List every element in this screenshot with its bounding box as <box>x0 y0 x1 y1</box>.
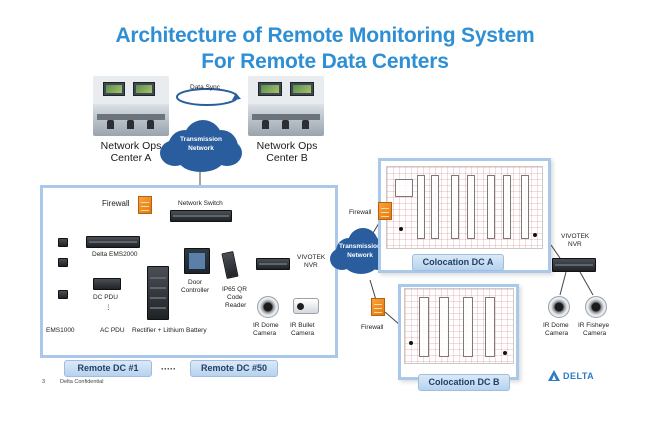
ops-center-b-photo <box>248 76 324 136</box>
sensor-icon-3 <box>58 290 68 299</box>
qr-reader-label-line3: Reader <box>225 302 247 309</box>
transmission-network-cloud-top: Transmission Network <box>160 116 242 174</box>
rectifier-cabinet-icon <box>147 266 169 320</box>
ac-pdu-label: AC PDU <box>100 327 125 334</box>
remote-dc-last-label: Remote DC #50 <box>190 360 278 377</box>
qr-reader-label-line1: IP65 QR <box>222 286 247 293</box>
firewall-icon-colocation-b <box>371 298 385 316</box>
delta-logo-text: DELTA <box>563 370 595 381</box>
network-switch-icon <box>170 210 232 222</box>
ops-center-a-photo <box>93 76 169 136</box>
page-number: 3 <box>42 379 46 385</box>
dc-pdu-link-dot: ⋮ <box>105 304 112 311</box>
ems2000-label: Delta EMS2000 <box>92 251 138 258</box>
qr-reader-label-line2: Code <box>227 294 243 301</box>
dc-pdu-icon <box>93 278 121 290</box>
ems2000-icon <box>86 236 140 248</box>
cloud-middle-label-line2: Network <box>347 252 373 259</box>
data-sync-label: Data Sync <box>190 84 220 91</box>
colocation-dc-a-label: Colocation DC A <box>412 254 504 271</box>
ems1000-label: EMS1000 <box>46 327 75 334</box>
sensor-icon-1 <box>58 238 68 247</box>
door-controller-label-line2: Controller <box>181 287 210 294</box>
diagram-title-line1: Architecture of Remote Monitoring System <box>115 24 535 47</box>
ops-center-a-label-line2: Center A <box>110 152 152 164</box>
data-sync-arrowhead <box>232 93 241 100</box>
firewall-icon-colocation-a <box>378 202 392 220</box>
door-controller-label-line1: Door <box>188 279 203 286</box>
firewall-icon-remote <box>138 196 152 214</box>
rectifier-label: Rectifier + Lithium Battery <box>132 327 207 334</box>
dome-camera-remote-label-line1: IR Dome <box>253 322 279 329</box>
sensor-icon-2 <box>58 258 68 267</box>
nvr-colocation-label-line1: VIVOTEK <box>561 233 590 240</box>
confidential-label: Delta Confidential <box>60 379 104 385</box>
dome-camera-colocation-label-line2: Camera <box>545 330 569 337</box>
ops-center-a-label-line1: Network Ops <box>100 140 162 152</box>
dome-camera-colocation-label-line1: IR Dome <box>543 322 569 329</box>
ops-center-b-label-line1: Network Ops <box>256 140 318 152</box>
ir-bullet-camera-icon <box>293 298 319 314</box>
nvr-icon-colocation <box>552 258 596 272</box>
colocation-dc-a-floorplan <box>386 166 543 249</box>
network-switch-label: Network Switch <box>178 200 223 207</box>
colocation-dc-b-label: Colocation DC B <box>418 374 510 391</box>
firewall-label-colocation-b: Firewall <box>361 324 384 331</box>
remote-dc-first-label: Remote DC #1 <box>64 360 152 377</box>
fisheye-camera-label-line2: Camera <box>583 330 607 337</box>
cloud-top-label-line2: Network <box>188 145 214 152</box>
delta-triangle-icon <box>548 370 560 381</box>
diagram-title-line2: For Remote Data Centers <box>201 50 449 73</box>
nvr-icon-remote <box>256 258 290 270</box>
dc-pdu-label: DC PDU <box>93 294 118 301</box>
door-controller-icon <box>184 248 210 274</box>
bullet-camera-label-line2: Camera <box>291 330 315 337</box>
firewall-label-colocation-a: Firewall <box>349 209 372 216</box>
dome-camera-remote-label-line2: Camera <box>253 330 277 337</box>
ops-center-b-label-line2: Center B <box>266 152 308 164</box>
remote-dc-ellipsis: ····· <box>161 364 176 374</box>
ir-fisheye-camera-icon <box>585 296 607 318</box>
ir-dome-camera-icon-colocation <box>548 296 570 318</box>
ir-dome-camera-icon-remote <box>257 296 279 318</box>
cloud-middle-label-line1: Transmission <box>339 243 381 250</box>
nvr-remote-label-line1: VIVOTEK <box>297 254 326 261</box>
colocation-dc-b-floorplan <box>404 288 514 364</box>
firewall-label-remote: Firewall <box>102 199 130 208</box>
delta-logo: DELTA <box>548 370 594 381</box>
fisheye-camera-label-line1: IR Fisheye <box>578 322 610 329</box>
nvr-remote-label-line2: NVR <box>304 262 318 269</box>
cloud-top-label-line1: Transmission <box>180 136 222 143</box>
bullet-camera-label-line1: IR Bullet <box>290 322 315 329</box>
nvr-colocation-label-line2: NVR <box>568 241 582 248</box>
